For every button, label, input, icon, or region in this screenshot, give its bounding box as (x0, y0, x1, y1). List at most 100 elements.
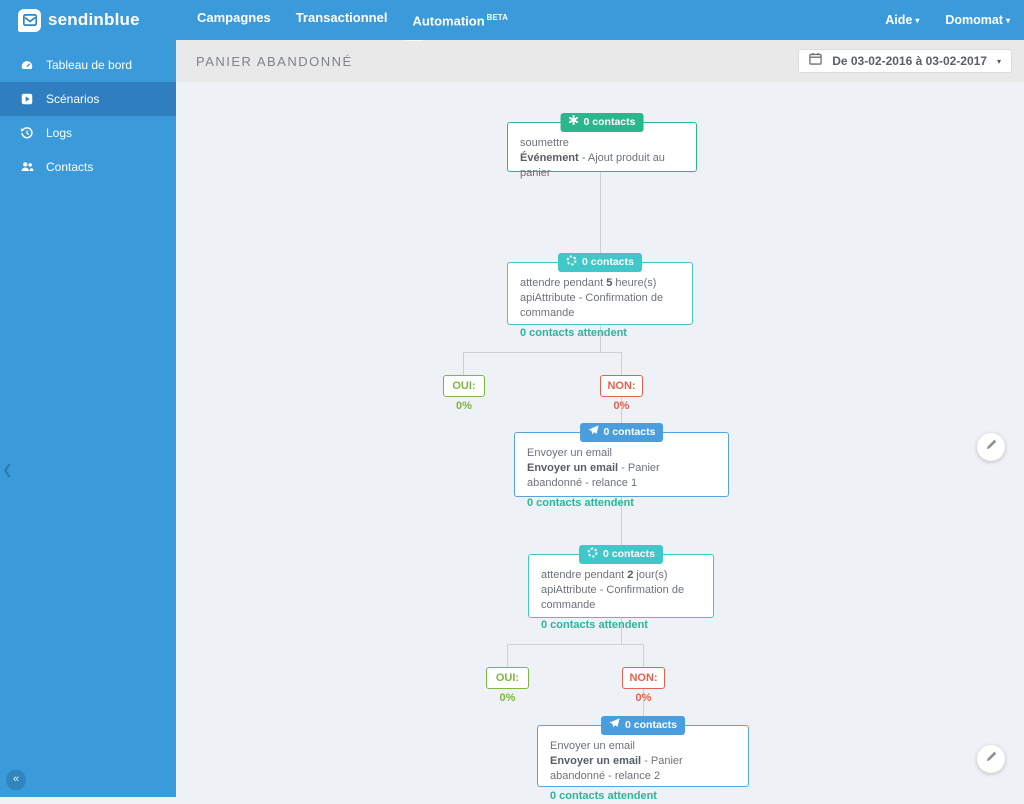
node-line2: Envoyer un email - Panier abandonné - re… (550, 754, 736, 784)
connector-line (600, 172, 601, 262)
contacts-waiting-link[interactable]: 0 contacts attendent (520, 327, 627, 339)
calendar-icon (809, 52, 822, 70)
node-line2-rest: - Ajout produit au panier (520, 152, 665, 179)
edit-branch-button[interactable] (977, 433, 1005, 461)
sidebar: Tableau de bord Scénarios Logs Contacts … (0, 40, 176, 797)
contacts-count-badge: 0 contacts (579, 423, 664, 442)
connector-line (600, 325, 601, 352)
node-line1-pre: attendre pendant (520, 277, 607, 289)
connector-line (507, 644, 508, 667)
top-navbar: sendinblue Campagnes Transactionnel Auto… (0, 0, 1024, 40)
account-menu[interactable]: Domomat▾ (945, 13, 1010, 27)
asterisk-icon (568, 114, 579, 130)
node-line1-bold: 5 (606, 277, 613, 289)
help-menu[interactable]: Aide▾ (885, 13, 919, 27)
workflow-canvas: 0 contacts soumettre Événement - Ajout p… (176, 82, 1024, 802)
beta-badge: BETA (486, 13, 508, 23)
connector-line (621, 497, 622, 554)
date-range-value: De 03-02-2016 à 03-02-2017 (832, 54, 987, 68)
branch-label-non: NON: 0% (622, 667, 665, 704)
panel-handle-icon[interactable]: ❮ (2, 462, 13, 477)
sidebar-item-label: Logs (46, 126, 73, 140)
node-line2: Événement - Ajout produit au panier (520, 151, 684, 181)
node-line2-bold: Envoyer un email (527, 462, 619, 474)
workflow-node-email-1[interactable]: 0 contacts Envoyer un email Envoyer un e… (514, 423, 729, 509)
node-line1: soumettre (520, 137, 569, 149)
sidebar-item-contacts[interactable]: Contacts (0, 150, 176, 184)
badge-count-label: 0 contacts (603, 548, 655, 560)
node-line2: Envoyer un email - Panier abandonné - re… (527, 461, 716, 491)
chevron-down-icon: ▾ (996, 56, 1001, 66)
connector-line (643, 644, 644, 667)
chevron-down-icon: ▾ (915, 16, 920, 25)
contacts-count-badge: 0 contacts (558, 253, 642, 272)
sidebar-item-scenarios[interactable]: Scénarios (0, 82, 176, 116)
help-label: Aide (885, 13, 913, 27)
node-line1: attendre pendant 5 heure(s) (520, 276, 680, 291)
pencil-icon (985, 438, 998, 456)
navbar-right: Aide▾ Domomat▾ (885, 0, 1010, 40)
sidebar-item-tableau-de-bord[interactable]: Tableau de bord (0, 48, 176, 82)
node-line2-rest: - Panier abandonné - relance 2 (550, 755, 683, 782)
connector-line (507, 644, 644, 645)
contacts-count-badge: 0 contacts (579, 545, 663, 564)
paper-plane-icon (587, 425, 599, 440)
branch-label-non: NON: 0% (600, 375, 643, 412)
contacts-waiting-link[interactable]: 0 contacts attendent (527, 497, 634, 509)
sidebar-item-label: Scénarios (46, 92, 100, 106)
branch-label-oui: OUI: 0% (443, 375, 485, 412)
connector-line (463, 352, 622, 353)
node-line2: apiAttribute - Confirmation de commande (520, 292, 664, 319)
node-line2-bold: Événement (520, 152, 579, 164)
contacts-waiting-link[interactable]: 0 contacts attendent (541, 619, 648, 631)
spinner-icon (566, 255, 577, 271)
spinner-icon (587, 547, 598, 563)
sendinblue-envelope-icon (18, 8, 41, 32)
badge-count-label: 0 contacts (603, 426, 656, 438)
sidebar-item-label: Tableau de bord (46, 58, 133, 72)
page-header: PANIER ABANDONNÉ De 03-02-2016 à 03-02-2… (176, 32, 1024, 82)
play-square-icon (20, 92, 34, 106)
workflow-node-entry[interactable]: 0 contacts soumettre Événement - Ajout p… (507, 113, 697, 179)
brand-logo[interactable]: sendinblue (0, 8, 176, 32)
workflow-node-wait-1[interactable]: 0 contacts attendre pendant 5 heure(s) a… (507, 253, 693, 339)
tab-campagnes[interactable]: Campagnes (197, 10, 271, 26)
users-icon (20, 160, 34, 174)
date-range-picker[interactable]: De 03-02-2016 à 03-02-2017 ▾ (798, 49, 1012, 73)
node-line1-post: heure(s) (612, 277, 657, 289)
workflow-node-email-2[interactable]: 0 contacts Envoyer un email Envoyer un e… (537, 716, 749, 802)
badge-count-label: 0 contacts (583, 116, 636, 128)
node-line1-pre: attendre pendant (541, 569, 628, 581)
chevron-down-icon: ▾ (1005, 16, 1010, 25)
brand-name: sendinblue (48, 10, 140, 29)
tab-automation-label: Automation (412, 13, 485, 29)
node-line1-bold: 2 (627, 569, 634, 581)
connector-line (463, 352, 464, 375)
connector-line (621, 352, 622, 375)
tab-transactionnel[interactable]: Transactionnel (295, 10, 388, 26)
node-line1: attendre pendant 2 jour(s) (541, 568, 701, 583)
gauge-icon (20, 58, 34, 72)
workflow-node-wait-2[interactable]: 0 contacts attendre pendant 2 jour(s) ap… (528, 545, 714, 631)
node-line2: apiAttribute - Confirmation de commande (541, 584, 685, 611)
sidebar-item-logs[interactable]: Logs (0, 116, 176, 150)
account-label: Domomat (945, 13, 1003, 27)
badge-count-label: 0 contacts (625, 719, 677, 731)
pencil-icon (985, 750, 998, 768)
badge-count-label: 0 contacts (582, 256, 634, 268)
sidebar-item-label: Contacts (46, 160, 94, 174)
sidebar-collapse-button[interactable]: « (6, 770, 26, 790)
node-line1-post: jour(s) (633, 569, 668, 581)
connector-line (643, 689, 644, 725)
node-line1: Envoyer un email (527, 447, 612, 459)
edit-branch-button[interactable] (977, 745, 1005, 773)
connector-line (621, 397, 622, 432)
node-line2-bold: Envoyer un email (550, 755, 642, 767)
history-icon (20, 126, 34, 140)
contacts-count-badge: 0 contacts (601, 716, 685, 735)
node-line1: Envoyer un email (550, 740, 635, 752)
paper-plane-icon (609, 718, 620, 733)
connector-line (621, 618, 622, 644)
